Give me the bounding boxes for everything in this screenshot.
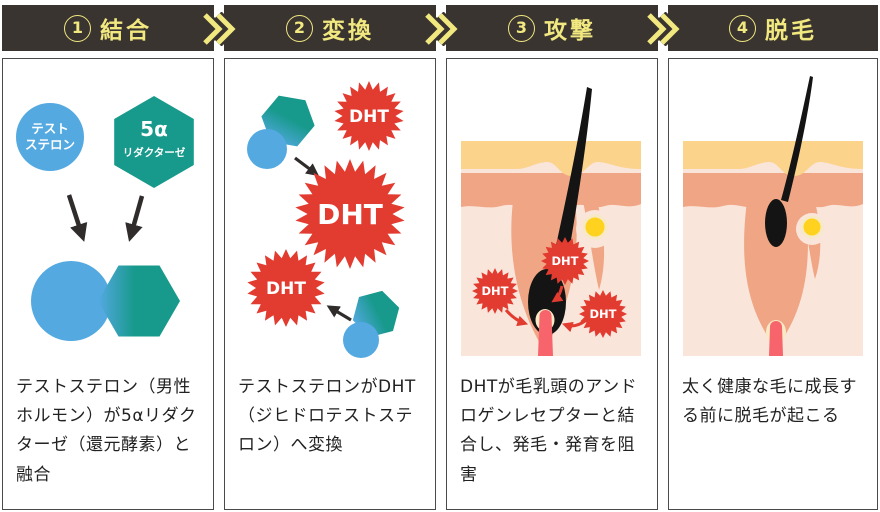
testosterone-circle (16, 103, 84, 171)
testosterone-label: テスト (31, 121, 69, 136)
hairloss-illustration (683, 76, 863, 356)
dht-burst (472, 268, 518, 314)
dht-burst (541, 237, 589, 285)
merged-molecule-hexagon (98, 265, 180, 337)
step-number: 2 (286, 14, 313, 42)
skin-dermis (683, 173, 863, 208)
merged-molecule-circle (31, 261, 111, 341)
skin-epidermis (461, 141, 641, 176)
attack-arrow (504, 309, 529, 327)
step-number: 3 (508, 14, 535, 42)
chevron-right-icon (201, 12, 237, 46)
conversion-illustration: DHT DHT DHT (247, 81, 405, 358)
follicle-pocket (744, 201, 808, 348)
dht-burst (334, 81, 404, 151)
testosterone-label: ステロン (25, 137, 75, 152)
step-label: 結合 (100, 18, 152, 44)
dht-burst (295, 159, 405, 269)
dht-burst (247, 249, 325, 327)
merge-arrow (125, 195, 145, 242)
step-number: 4 (729, 14, 756, 42)
binding-illustration: テスト ステロン 5α リダクターゼ (16, 96, 194, 341)
skin-dermis (461, 173, 641, 208)
merged-molecule-circle (343, 322, 379, 358)
hair-club-root (765, 199, 787, 247)
step-header-4: 4 脱毛 (668, 5, 878, 51)
sebaceous-gland (582, 214, 608, 240)
merge-arrow (66, 194, 88, 242)
dht-label: DHT (551, 254, 578, 268)
dht-label: DHT (349, 107, 389, 127)
step-description: テストステロン（男性ホルモン）が5αリダクターゼ（還元酵素）と融合 (16, 377, 197, 485)
panel-step1-binding: テスト ステロン 5α リダクターゼ テストステロン（男性ホルモン）が5αリダク… (2, 58, 214, 510)
step-header-2: 2 変換 (224, 5, 436, 51)
step-label: 変換 (322, 18, 374, 44)
chevron-right-icon (645, 12, 681, 46)
step-description: 太く健康な毛に成長する前に脱毛が起こる (682, 377, 857, 427)
reductase-label: 5α (140, 117, 168, 141)
dermal-papilla (769, 321, 783, 356)
reductase-label: リダクターゼ (123, 146, 186, 159)
attack-illustration: DHT DHT DHT (461, 87, 641, 356)
sebaceous-gland (800, 215, 824, 239)
step-description: テストステロンがDHT（ジヒドロテストステロン）へ変換 (238, 377, 416, 456)
step-header-1: 1 結合 (2, 5, 214, 51)
dermal-papilla (538, 310, 553, 356)
skin-epidermis (683, 141, 863, 176)
panel-step4-hairloss: 太く健康な毛に成長する前に脱毛が起こる (668, 58, 878, 510)
dht-burst (579, 290, 627, 338)
dht-label: DHT (266, 279, 306, 299)
chevron-right-icon (423, 12, 459, 46)
conversion-arrow (294, 156, 320, 177)
dht-label: DHT (317, 198, 383, 231)
hair-shaft (549, 87, 592, 280)
step-description: DHTが毛乳頭のアンドロゲンレセプターと結合し、発毛・発育を阻害 (460, 377, 638, 485)
conversion-arrow (326, 305, 352, 322)
panel-step2-conversion: DHT DHT DHT テストステロンがDHT（ジヒドロテストステロン）へ変換 (224, 58, 436, 510)
hair-shaft (781, 76, 813, 202)
step-label: 攻撃 (544, 18, 596, 44)
dht-label: DHT (589, 307, 616, 321)
panel-step3-attack: DHT DHT DHT DHTが毛乳頭のアンドロゲンレセプターと結合し、発毛・発… (446, 58, 658, 510)
attack-arrow (551, 285, 564, 303)
step-label: 脱毛 (765, 18, 817, 44)
step-header-3: 3 攻撃 (446, 5, 658, 51)
reductase-hexagon (114, 96, 194, 188)
merged-molecule-circle (247, 129, 287, 169)
attack-arrow (561, 319, 586, 333)
step-number: 1 (64, 14, 91, 42)
dht-label: DHT (481, 284, 508, 298)
